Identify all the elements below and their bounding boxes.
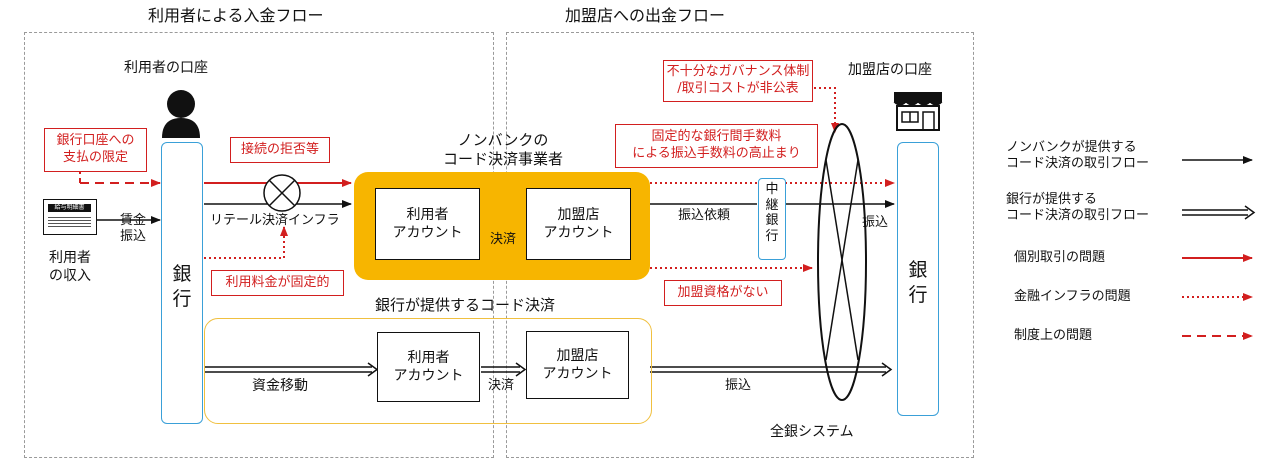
legend-institutional-issue: 制度上の問題	[1014, 328, 1093, 343]
wage-transfer-label: 賃金 振込	[119, 213, 146, 245]
right-section-title: 加盟店への出金フロー	[565, 6, 726, 25]
user-income-label: 利用者 の収入	[49, 250, 91, 284]
bk-user-account-box: 利用者 アカウント	[377, 332, 480, 402]
transfer-top-label: 振込	[862, 215, 889, 230]
left-section-title: 利用者による入金フロー	[148, 6, 324, 25]
legend-samples	[1182, 156, 1256, 340]
fixed-fee-box: 利用料金が固定的	[211, 270, 344, 296]
user-bank-label: 銀 行	[172, 263, 192, 310]
transfer-bottom-label: 振込	[725, 378, 752, 393]
merchant-bank-bar	[897, 142, 939, 416]
nb-settlement-label: 決済	[490, 232, 517, 247]
connection-refusal-box: 接続の拒否等	[230, 137, 330, 163]
user-bank-bar	[161, 142, 203, 424]
relay-bank-label: 中 継 銀 行	[765, 182, 779, 244]
governance-dotted	[814, 87, 839, 133]
legend-infra-issue: 金融インフラの問題	[1014, 289, 1131, 304]
shop-icon	[892, 90, 944, 132]
relay-bank-box	[758, 178, 786, 260]
gateway-x-icon	[263, 174, 301, 212]
governance-box: 不十分なガバナンス体制 /取引コストが非公表	[663, 60, 813, 102]
zengin-label: 全銀システム	[770, 424, 854, 440]
bank-code-block	[204, 318, 652, 424]
retail-infra-label: リテール決済インフラ	[210, 213, 340, 228]
payslip-title: 給与明細書	[48, 204, 91, 212]
user-account-label: 利用者の口座	[124, 60, 208, 76]
no-membership-box: 加盟資格がない	[664, 280, 782, 306]
merchant-bank-label: 銀 行	[908, 259, 928, 306]
nb-user-account-box: 利用者 アカウント	[375, 188, 480, 260]
legend-individual-issue: 個別取引の問題	[1014, 250, 1106, 265]
bk-settlement-label: 決済	[488, 378, 515, 393]
legend-nonbank-flow: ノンバンクが提供する コード決済の取引フロー	[1006, 140, 1150, 172]
bank-code-title: 銀行が提供するコード決済	[374, 296, 555, 314]
bk-merchant-account-box: 加盟店 アカウント	[526, 331, 629, 399]
merchant-account-label: 加盟店の口座	[848, 62, 932, 78]
bk-fund-move-label: 資金移動	[252, 378, 308, 394]
person-icon	[158, 86, 204, 138]
restrict-payment-box: 銀行口座への 支払の限定	[44, 128, 147, 172]
nb-merchant-account-box: 加盟店 アカウント	[526, 188, 631, 260]
nonbank-title: ノンバンクの コード決済事業者	[442, 131, 563, 168]
bank-flow-double-lines	[204, 366, 886, 373]
zengin-system-icon	[817, 123, 867, 401]
interbank-fee-box: 固定的な銀行間手数料 による振込手数料の高止まり	[615, 124, 818, 168]
fixed-fee-dotted	[204, 226, 288, 259]
legend-bank-flow: 銀行が提供する コード決済の取引フロー	[1006, 192, 1150, 224]
payslip-icon: 給与明細書	[43, 199, 97, 235]
transfer-request-label: 振込依頼	[678, 208, 731, 223]
